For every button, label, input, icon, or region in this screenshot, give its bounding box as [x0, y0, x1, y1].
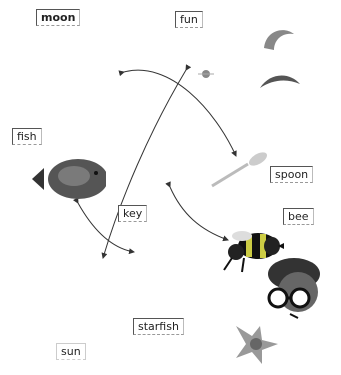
- word-bee[interactable]: bee: [283, 208, 314, 225]
- word-fish[interactable]: fish: [12, 128, 42, 145]
- boy-with-glasses-icon[interactable]: [262, 256, 326, 322]
- word-fun[interactable]: fun: [175, 11, 203, 28]
- spoon-picture-icon[interactable]: [208, 150, 272, 190]
- word-spoon[interactable]: spoon: [270, 166, 313, 183]
- fish-picture-icon[interactable]: [30, 156, 106, 202]
- arrow-fun-starfish[interactable]: [103, 70, 186, 258]
- moon-picture-icon[interactable]: [250, 20, 308, 90]
- word-starfish[interactable]: starfish: [133, 318, 184, 335]
- word-key[interactable]: key: [118, 205, 147, 222]
- sun-picture-icon[interactable]: [196, 66, 216, 82]
- word-sun[interactable]: sun: [56, 343, 86, 360]
- word-moon[interactable]: moon: [36, 9, 80, 26]
- arrow-moon-spoon[interactable]: [124, 70, 236, 156]
- starfish-picture-icon[interactable]: [232, 322, 282, 366]
